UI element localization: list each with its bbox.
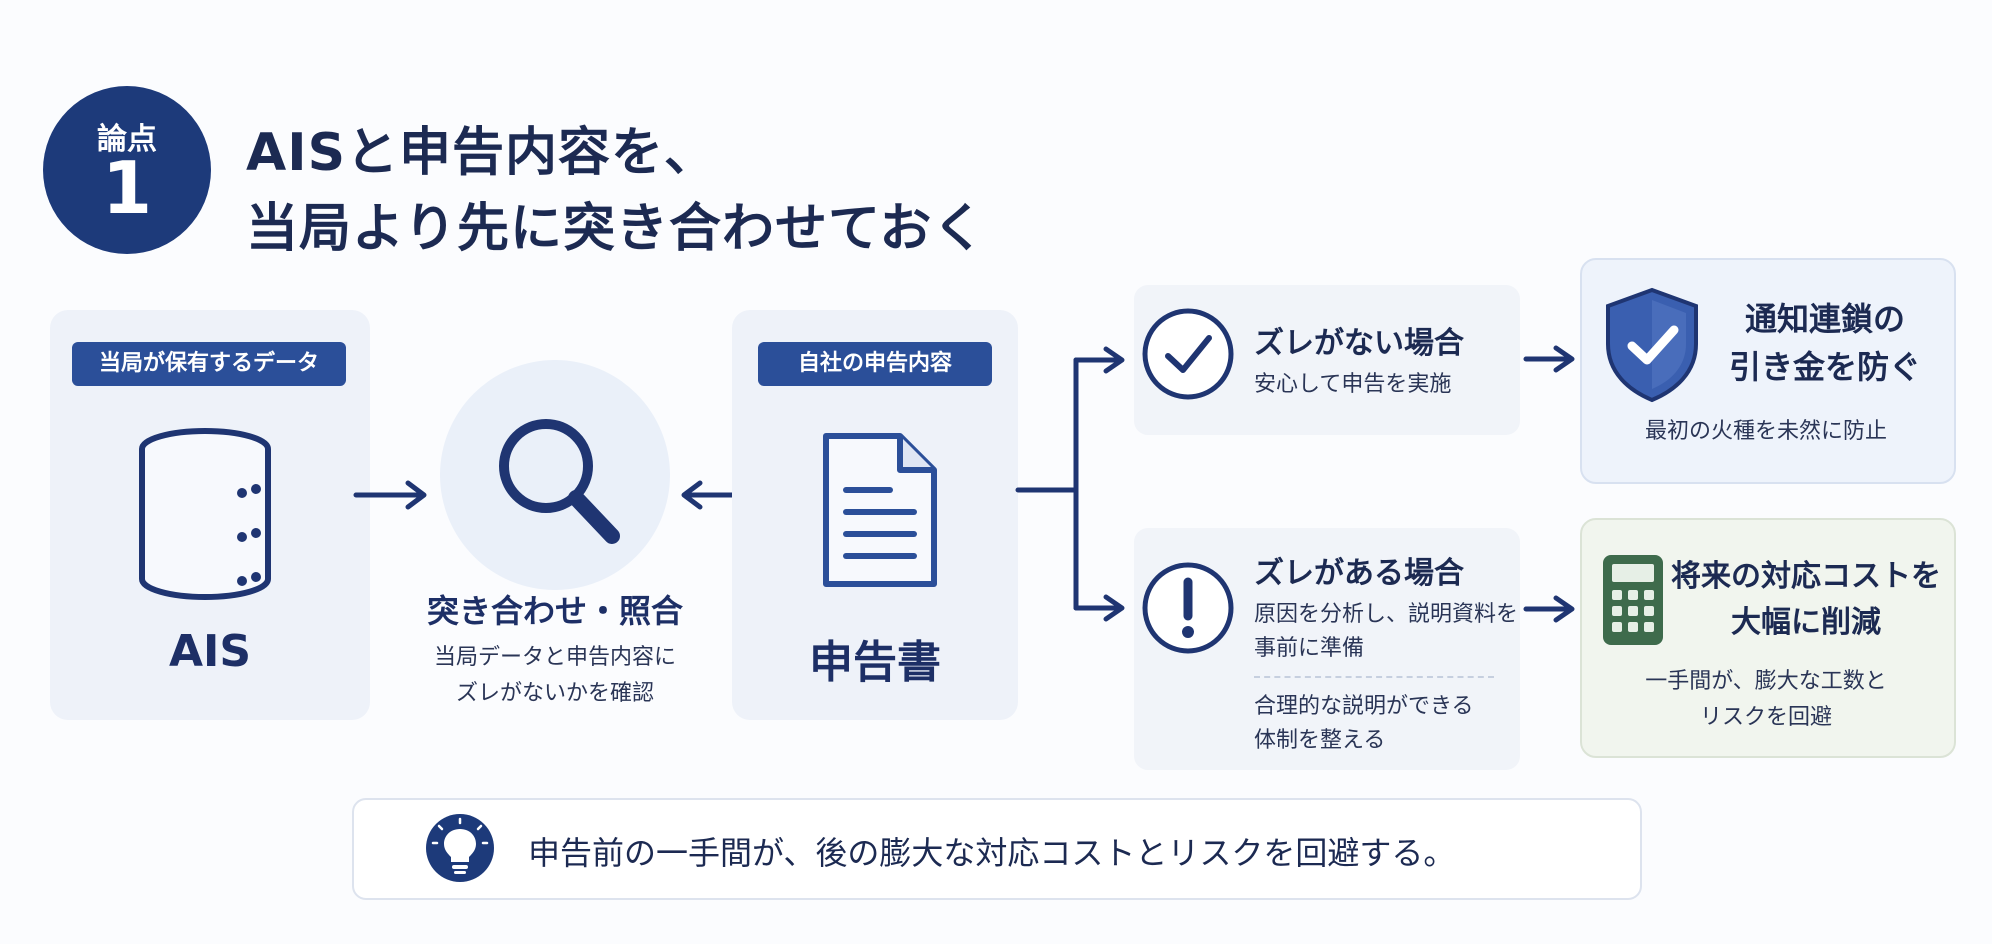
arrow-right-icon — [353, 480, 427, 510]
magnifier-circle — [440, 360, 670, 590]
calculator-icon — [1603, 555, 1663, 645]
arrow-right-icon — [1523, 595, 1575, 623]
magnifier-icon — [499, 419, 620, 544]
result-ok-text: 最初の火種を未然に防止 — [1644, 419, 1887, 444]
page-title-line1: AISと申告内容を、 — [246, 123, 718, 183]
case-ok-title: ズレがない場合 — [1254, 326, 1464, 361]
case-ok-text: 安心して申告を実施 — [1254, 372, 1452, 397]
match-title: 突き合わせ・照合 — [426, 592, 683, 630]
match-desc-line2: ズレがないかを確認 — [455, 681, 654, 706]
result-ok-title-line1: 通知連鎖の — [1744, 300, 1905, 338]
arrow-right-icon — [1523, 345, 1575, 373]
result-ng-text-line1: 一手間が、膨大な工数と — [1645, 669, 1887, 694]
result-ng-title-line1: 将来の対応コストを — [1671, 559, 1941, 594]
check-circle-icon — [1142, 308, 1234, 400]
case-ng-text-line4: 体制を整える — [1254, 728, 1386, 753]
case-ng-title: ズレがある場合 — [1254, 556, 1464, 591]
result-ng-title-line2: 大幅に削減 — [1731, 605, 1881, 640]
case-ng-text-line3: 合理的な説明ができる — [1254, 694, 1474, 719]
point-badge: 論点 1 — [43, 86, 211, 254]
lightbulb-icon — [426, 814, 494, 882]
summary-text: 申告前の一手間が、後の膨大な対応コストとリスクを回避する。 — [528, 834, 1456, 872]
return-tag: 自社の申告内容 — [758, 342, 992, 386]
case-ng-divider — [1254, 676, 1494, 678]
document-icon — [823, 433, 937, 587]
return-label: 申告書 — [809, 637, 941, 688]
result-ng-text-line2: リスクを回避 — [1699, 705, 1832, 730]
point-badge-number: 1 — [101, 146, 153, 230]
exclamation-circle-icon — [1142, 562, 1234, 654]
result-ok-title-line2: 引き金を防ぐ — [1728, 348, 1921, 386]
page-title-line2: 当局より先に突き合わせておく — [246, 199, 986, 259]
database-icon — [139, 428, 271, 600]
case-ng-text-line2: 事前に準備 — [1254, 636, 1365, 661]
summary-bar — [352, 798, 1642, 900]
ais-label: AIS — [168, 626, 252, 677]
point-badge-label: 論点 — [97, 122, 157, 157]
branch-arrows — [1015, 346, 1125, 622]
case-ng-text-line1: 原因を分析し、説明資料を — [1254, 602, 1519, 627]
match-desc-line1: 当局データと申告内容に — [433, 645, 676, 670]
ais-tag: 当局が保有するデータ — [72, 342, 346, 386]
shield-check-icon — [1606, 287, 1698, 403]
